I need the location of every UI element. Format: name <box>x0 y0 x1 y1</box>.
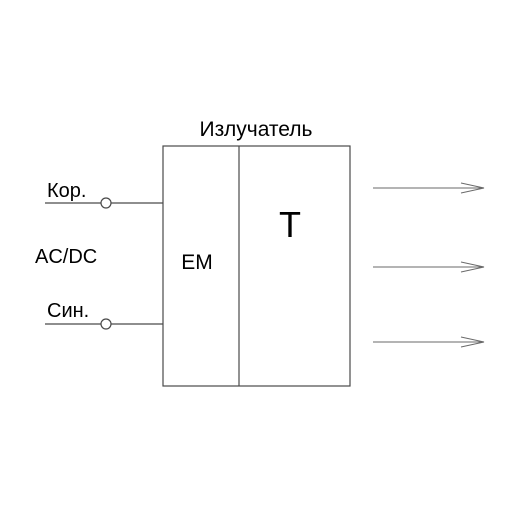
t-block-label: Т <box>279 204 301 245</box>
bottom-input-label: Син. <box>47 300 89 322</box>
top-input-label: Кор. <box>47 180 86 202</box>
emitter-box <box>162 145 351 387</box>
top-input-terminal <box>100 197 112 209</box>
emitter-title: Излучатель <box>200 118 313 141</box>
output-arrow-2 <box>373 261 485 273</box>
output-arrow-1 <box>373 182 485 194</box>
supply-label: AC/DC <box>35 246 97 268</box>
em-block-label: ЕМ <box>181 251 213 274</box>
bottom-input-terminal <box>100 318 112 330</box>
output-arrow-3 <box>373 336 485 348</box>
